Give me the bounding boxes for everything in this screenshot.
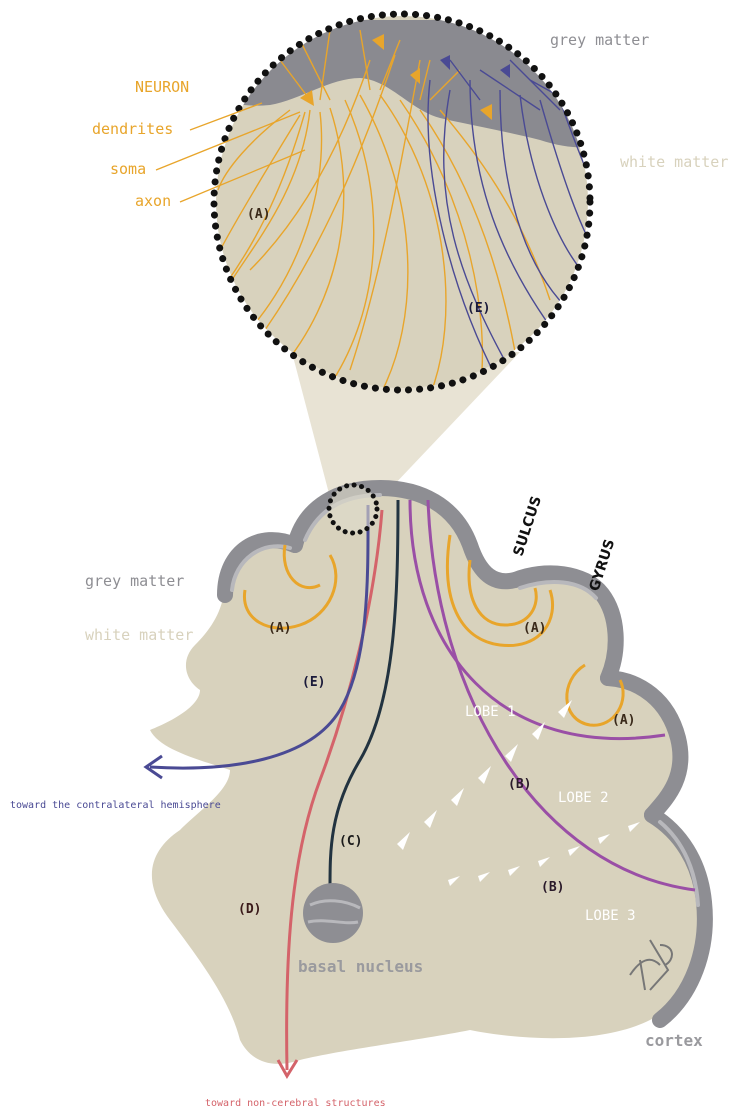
brain-grey-matter-label: grey matter xyxy=(85,572,184,590)
label-a-3: (A) xyxy=(612,713,635,728)
lobe-2-label: LOBE 2 xyxy=(558,790,609,806)
soma-label: soma xyxy=(110,160,146,178)
zoom-label-e: (E) xyxy=(467,301,490,316)
sulcus-label: SULCUS xyxy=(511,494,545,558)
label-b-2: (B) xyxy=(541,880,564,895)
dendrites-label: dendrites xyxy=(92,120,173,138)
zoom-grey-matter-label: grey matter xyxy=(550,31,649,49)
neuron-label: NEURON xyxy=(135,78,189,96)
lobe-1-label: LOBE 1 xyxy=(465,704,516,720)
label-d: (D) xyxy=(238,902,261,917)
label-c: (C) xyxy=(339,834,362,849)
toward-noncerebral-label: toward non-cerebral structures xyxy=(205,1098,386,1109)
zoom-white-matter-label: white matter xyxy=(620,153,728,171)
zoom-label-a: (A) xyxy=(247,207,270,222)
cortex-label: cortex xyxy=(645,1031,703,1050)
toward-contralateral-label: toward the contralateral hemisphere xyxy=(10,800,221,811)
basal-nucleus xyxy=(303,883,363,943)
label-e: (E) xyxy=(302,675,325,690)
label-a-2: (A) xyxy=(523,621,546,636)
label-b-1: (B) xyxy=(508,777,531,792)
lobe-3-label: LOBE 3 xyxy=(585,908,636,924)
brain-white-matter-label: white matter xyxy=(85,626,193,644)
zoom-source-circle xyxy=(329,485,377,533)
gyrus-label: GYRUS xyxy=(587,537,619,593)
brain-section xyxy=(146,485,706,1076)
axon-label: axon xyxy=(135,192,171,210)
basal-nucleus-label: basal nucleus xyxy=(298,957,423,976)
label-a-1: (A) xyxy=(268,621,291,636)
zoom-circle xyxy=(200,14,620,395)
